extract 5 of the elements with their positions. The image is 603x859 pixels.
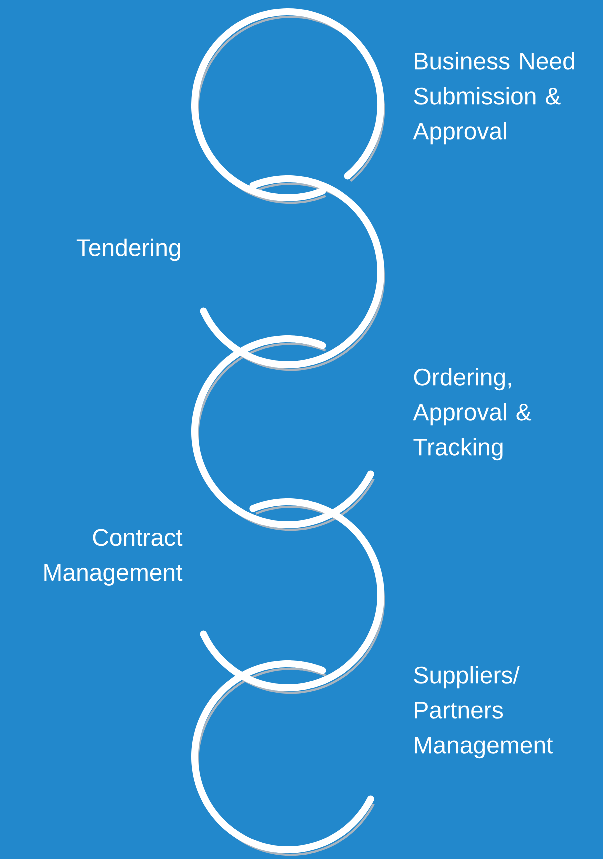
step-label: Tendering xyxy=(76,238,180,262)
step-label: Suppliers/ Partners Management xyxy=(414,666,554,759)
step-label: Ordering, Approval & Tracking xyxy=(413,368,532,461)
step-label: Business Need Submission & Approval xyxy=(413,52,574,145)
step-label: Contract Management xyxy=(44,529,183,586)
